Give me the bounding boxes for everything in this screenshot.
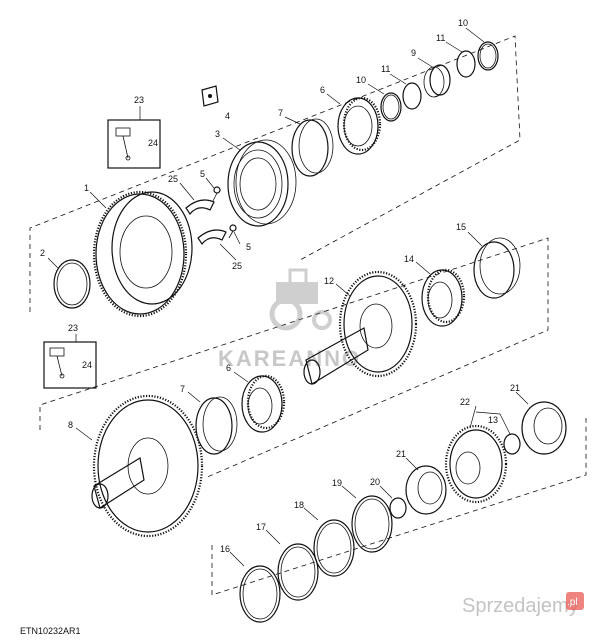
callout-1: 1 — [84, 183, 89, 193]
callout-6: 6 — [226, 363, 231, 373]
part-screw-5-bottom — [228, 224, 237, 239]
callout-23: 23 — [134, 95, 144, 105]
part-bearing-6-bottom — [241, 374, 286, 433]
part-plate-4 — [201, 85, 219, 107]
part-needle-bearing-9 — [423, 64, 451, 98]
part-snap-ring-2 — [53, 259, 91, 309]
part-housing-gear-1 — [92, 190, 193, 318]
callout-9: 9 — [411, 48, 416, 58]
part-ring-10-mid — [380, 92, 402, 122]
part-cup-15 — [473, 237, 521, 299]
part-ring-10-top — [477, 41, 499, 71]
part-bearing-21-right — [521, 401, 567, 455]
leader-lines — [47, 27, 529, 567]
part-ring-16 — [239, 565, 281, 623]
callout-labels: 10 11 9 10 11 6 7 4 23 24 3 5 25 1 5 25 … — [40, 18, 520, 554]
part-ring-17 — [277, 543, 319, 601]
part-spacer-13 — [503, 433, 521, 455]
part-bearing-6-top — [337, 96, 382, 155]
callout-10: 10 — [458, 18, 468, 28]
part-cup-7-bottom — [195, 396, 238, 455]
part-ring-19 — [351, 495, 393, 553]
part-screw-5-top — [212, 186, 221, 202]
callout-20: 20 — [370, 477, 380, 487]
callout-25: 25 — [168, 174, 178, 184]
callout-10: 10 — [356, 75, 366, 85]
part-bearing-14 — [421, 268, 466, 327]
callout-21: 21 — [510, 383, 520, 393]
part-cup-7-top — [291, 118, 334, 177]
callout-11: 11 — [381, 64, 390, 74]
callout-24: 24 — [82, 360, 92, 370]
callout-5: 5 — [200, 169, 205, 179]
part-gear-22 — [444, 424, 508, 504]
callout-8: 8 — [68, 420, 73, 430]
callout-18: 18 — [294, 500, 304, 510]
callout-24: 24 — [148, 138, 158, 148]
callout-4: 4 — [225, 111, 230, 121]
callout-22: 22 — [460, 397, 470, 407]
site-logo: Sprzedajemy .pl — [462, 592, 584, 617]
callout-5: 5 — [246, 242, 251, 252]
callout-13: 13 — [488, 415, 498, 425]
watermark-tractor-icon — [269, 268, 332, 331]
part-bearing-carrier-3 — [227, 139, 297, 227]
site-logo-tld: .pl — [567, 597, 578, 608]
callout-2: 2 — [40, 248, 45, 258]
assembly-zone-outlines — [29, 35, 587, 596]
callout-17: 17 — [256, 522, 266, 532]
callout-7: 7 — [278, 108, 283, 118]
part-ring-11-top — [456, 50, 476, 78]
part-bearing-21-left — [405, 465, 447, 515]
callout-25: 25 — [232, 261, 242, 271]
part-pinion-shaft-12 — [303, 270, 418, 385]
callout-7: 7 — [180, 384, 185, 394]
callout-16: 16 — [220, 544, 230, 554]
part-sensor-box-23-bottom — [43, 341, 97, 389]
callout-23: 23 — [68, 323, 78, 333]
part-ring-20 — [389, 497, 407, 519]
callout-6: 6 — [320, 85, 325, 95]
part-ring-11-mid — [402, 82, 422, 110]
callout-19: 19 — [332, 478, 342, 488]
callout-3: 3 — [215, 129, 220, 139]
part-ring-18 — [313, 519, 355, 577]
callout-11: 11 — [436, 33, 445, 43]
part-shim-25-bottom — [197, 229, 227, 246]
callout-21: 21 — [396, 449, 406, 459]
watermark-text: KAREANNO — [218, 346, 361, 371]
part-shim-25-top — [185, 199, 215, 216]
figure-id: ETN10232AR1 — [20, 626, 81, 636]
part-large-gear-8 — [91, 394, 204, 538]
callout-14: 14 — [404, 254, 414, 264]
part-sensor-box-23-top — [107, 119, 161, 169]
callout-12: 12 — [324, 276, 334, 286]
callout-15: 15 — [456, 222, 466, 232]
site-logo-text: Sprzedajemy — [462, 595, 579, 617]
